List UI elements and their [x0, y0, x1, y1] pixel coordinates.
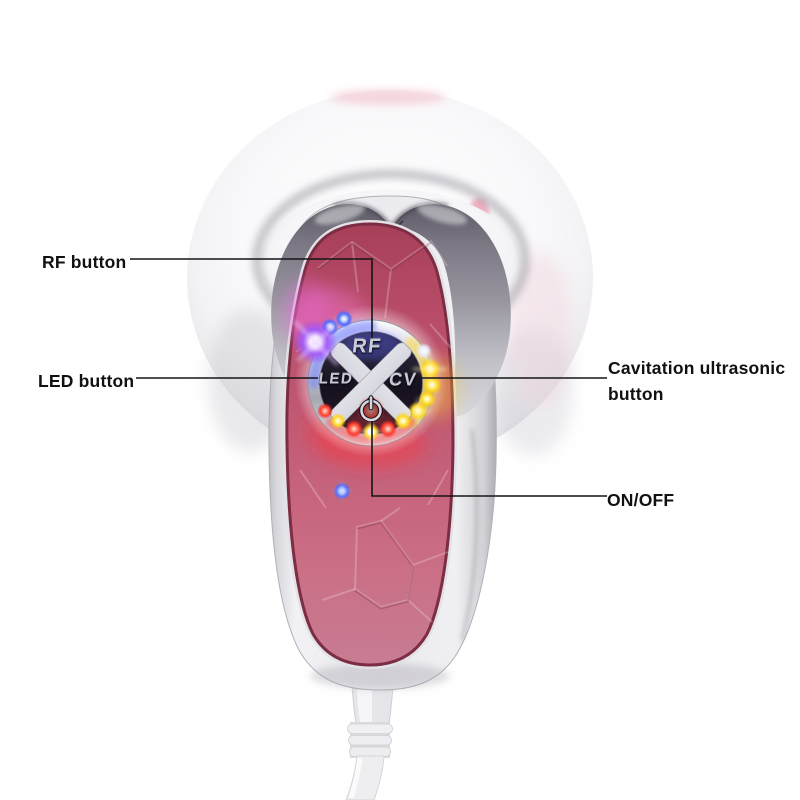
onoff-callout-line [371, 421, 607, 497]
rf-callout-line [130, 258, 373, 342]
control-cluster [293, 305, 447, 500]
rf-button-label: RF button [42, 252, 127, 272]
led-mode-button: LED [317, 370, 355, 388]
onoff-label: ON/OFF [607, 490, 675, 510]
led-button-label: LED button [38, 371, 135, 391]
led-ring-lights [293, 310, 447, 443]
rf-mode-button: RF [350, 335, 384, 358]
callout-lines [130, 258, 607, 497]
power-icon [357, 395, 385, 424]
cv-mode-button: CV [387, 369, 419, 390]
cavitation-button-label: Cavitation ultrasonic button [608, 358, 786, 404]
blue-sparkle [333, 482, 351, 500]
facet-shadows [317, 241, 432, 610]
pink-reflection-top [330, 89, 446, 105]
